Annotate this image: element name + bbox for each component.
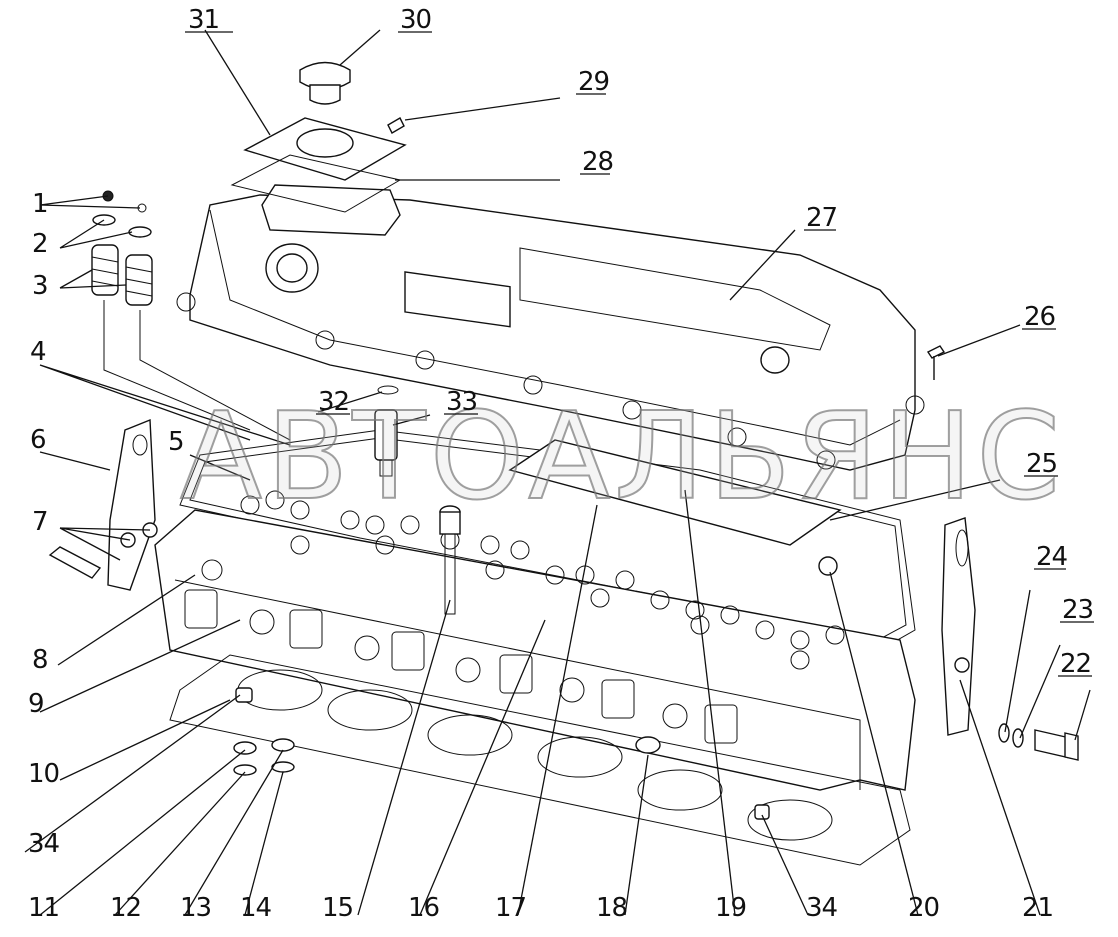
callout-14: 14 <box>240 893 272 923</box>
plug-20 <box>818 556 838 576</box>
callout-22: 22 <box>1060 649 1091 679</box>
valve-cover <box>176 184 925 471</box>
callout-33: 33 <box>446 387 477 417</box>
lifting-eye-rear <box>941 517 976 736</box>
valve-springs <box>91 190 291 441</box>
parts-drawing <box>48 61 1079 866</box>
callout-13: 13 <box>180 893 211 923</box>
watermark-text: АВТОАЛЬЯНС <box>180 388 1064 527</box>
callout-32: 32 <box>318 387 349 417</box>
leader-lines <box>24 29 1091 916</box>
callout-31: 31 <box>188 5 219 35</box>
injector <box>374 385 399 477</box>
callout-3: 3 <box>32 271 48 301</box>
callout-1: 1 <box>32 189 48 219</box>
callout-28: 28 <box>582 147 613 177</box>
callout-24: 24 <box>1036 542 1068 572</box>
callout-27: 27 <box>806 203 837 233</box>
callout-labels: 1 2 3 4 5 6 7 8 9 10 11 12 13 14 15 16 1… <box>28 5 1094 923</box>
callout-25: 25 <box>1026 449 1057 479</box>
callout-16: 16 <box>408 893 439 923</box>
injector-plate <box>508 439 842 546</box>
filler-cap-assembly <box>230 61 407 213</box>
callout-20: 20 <box>908 893 939 923</box>
callout-18: 18 <box>596 893 627 923</box>
callout-12: 12 <box>110 893 141 923</box>
callout-8: 8 <box>32 645 48 675</box>
callout-10: 10 <box>28 759 59 789</box>
lifting-eye-front <box>48 418 158 591</box>
callout-9: 9 <box>28 689 44 719</box>
callout-2: 2 <box>32 229 48 259</box>
bolt-washers <box>998 723 1079 761</box>
callout-34-right: 34 <box>806 893 838 923</box>
callout-5: 5 <box>168 427 184 457</box>
head-bolt <box>439 505 461 615</box>
callout-4: 4 <box>30 337 46 367</box>
callout-21: 21 <box>1022 893 1053 923</box>
valve-seats <box>233 687 770 820</box>
callout-7: 7 <box>32 507 48 537</box>
callout-19: 19 <box>715 893 746 923</box>
callout-6: 6 <box>30 425 46 455</box>
callout-15: 15 <box>322 893 353 923</box>
callout-23: 23 <box>1062 595 1093 625</box>
callout-underlines <box>185 31 1094 677</box>
cylinder-head <box>154 490 916 791</box>
callout-11: 11 <box>28 893 59 923</box>
callout-17: 17 <box>495 893 526 923</box>
head-gasket <box>169 654 911 866</box>
callout-34-left: 34 <box>28 829 60 859</box>
callout-29: 29 <box>578 67 609 97</box>
cover-bolt <box>926 345 946 380</box>
callout-26: 26 <box>1024 302 1055 332</box>
callout-30: 30 <box>400 5 431 35</box>
